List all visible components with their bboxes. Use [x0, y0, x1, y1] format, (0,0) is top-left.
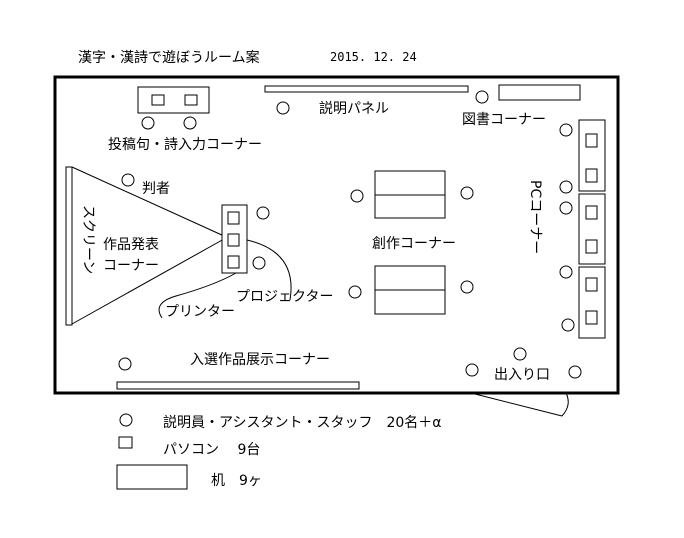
library-staff [475, 90, 489, 104]
label-entrance: 出入り口 [494, 367, 550, 383]
creation-staff [460, 280, 474, 294]
printer-cable [158, 272, 237, 319]
submission-desk [137, 86, 210, 114]
pc-corner-staff [559, 123, 573, 137]
pc-corner-pc [585, 239, 598, 254]
creation-staff [348, 285, 362, 299]
pc-corner-pc [585, 168, 598, 183]
pc-corner-pc [585, 205, 598, 220]
legend-staff-text: 説明員・アシスタント・スタッフ 20名＋α [163, 415, 441, 431]
pc-corner-pc [585, 310, 598, 325]
label-presentation-corner-2: コーナー [103, 258, 159, 274]
legend-pc-symbol [118, 436, 133, 449]
legend-pc-text: パソコン 9台 [163, 442, 260, 458]
creation-staff [460, 186, 474, 200]
plan-date: 2015. 12. 24 [330, 50, 417, 64]
presentation-pc [227, 255, 240, 269]
presentation-pc [227, 233, 240, 247]
entrance-staff [465, 363, 479, 377]
label-pc-corner: PCコーナー [527, 180, 543, 254]
submission-staff [183, 116, 197, 130]
label-judge: 判者 [142, 181, 170, 197]
entrance-staff [513, 347, 527, 361]
pc-corner-staff [559, 265, 573, 279]
label-screen: スクリーン [80, 205, 96, 274]
submission-staff [141, 116, 155, 130]
bookshelf [498, 84, 581, 101]
legend-desk-text: 机 9ヶ [211, 473, 262, 489]
projection-line-top [71, 166, 225, 237]
pc-corner-desk [578, 119, 606, 192]
room-outline [53, 75, 620, 395]
label-projector: プロジェクター [236, 289, 333, 305]
projector-cable [246, 239, 292, 301]
label-printer: プリンター [165, 304, 235, 320]
submission-pc [184, 94, 198, 106]
label-selected-works-corner: 入選作品展示コーナー [190, 352, 330, 368]
pc-corner-staff [561, 318, 575, 332]
screen-wall [65, 166, 73, 326]
exhibit-wall [116, 381, 360, 390]
label-explanation-panel: 説明パネル [319, 101, 389, 117]
pc-corner-staff [559, 201, 573, 215]
legend-staff-symbol [119, 413, 133, 427]
label-library-corner: 図書コーナー [462, 112, 546, 128]
pc-corner-staff [559, 180, 573, 194]
explanation-panel-wall [264, 85, 469, 93]
panel-staff [276, 101, 290, 115]
exhibit-staff [118, 357, 132, 371]
presentation-pc [227, 211, 240, 225]
entrance-door-swing [561, 392, 569, 417]
judge-staff [121, 173, 135, 187]
pc-corner-pc [585, 133, 598, 148]
projection-line-bottom [71, 238, 225, 325]
entrance-staff [568, 365, 582, 379]
presentation-staff [252, 256, 266, 270]
label-submission-corner: 投稿句・詩入力コーナー [108, 137, 262, 153]
creation-staff [350, 189, 364, 203]
entrance-door [474, 393, 563, 417]
presentation-staff [256, 206, 270, 220]
legend-desk-symbol [116, 464, 188, 490]
submission-pc [151, 94, 165, 106]
plan-title: 漢字・漢詩で遊ぼうルーム案 [78, 49, 260, 66]
label-creation-corner: 創作コーナー [372, 236, 456, 252]
label-presentation-corner-1: 作品発表 [103, 237, 159, 253]
pc-corner-pc [585, 277, 598, 292]
